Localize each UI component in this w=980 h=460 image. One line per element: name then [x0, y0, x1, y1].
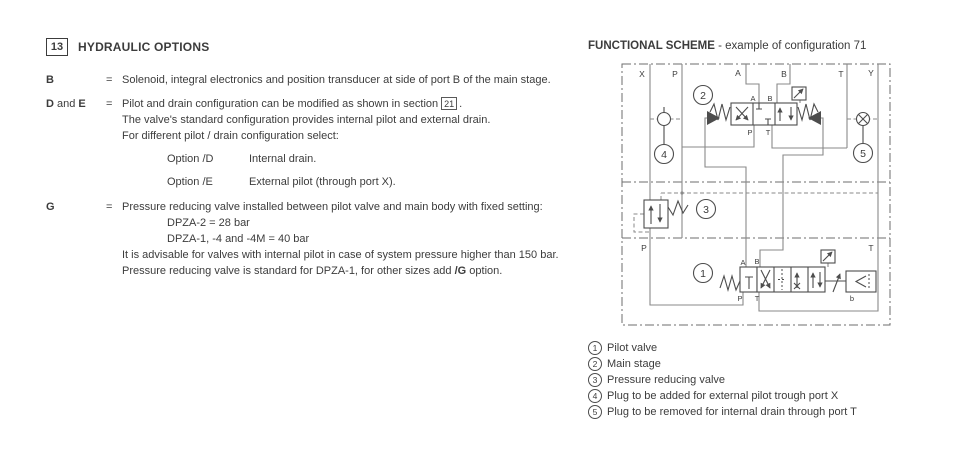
g-note2-end: option. — [466, 265, 503, 277]
main-valve-port-b: B — [767, 94, 772, 103]
equals-sign: = — [106, 201, 113, 213]
plug-port-t: 5 — [852, 111, 874, 164]
label-d: D — [46, 98, 54, 110]
legend-text-2: Main stage — [607, 358, 661, 370]
solenoid-icon — [845, 270, 877, 293]
pilot-valve-port-a: A — [740, 258, 745, 267]
hydraulic-options-section: 13 HYDRAULIC OPTIONS B = Solenoid, integ… — [46, 36, 580, 279]
de-line1: Pilot and drain configuration can be mod… — [122, 96, 580, 112]
section-port-p: P — [641, 243, 647, 253]
legend-text-1: Pilot valve — [607, 342, 658, 354]
callout-5: 5 — [860, 148, 866, 160]
de-line2: The valve's standard configuration provi… — [122, 114, 491, 126]
option-text-b: Solenoid, integral electronics and posit… — [122, 74, 551, 86]
label-e: E — [78, 98, 86, 110]
g-line1: Pressure reducing valve installed betwee… — [122, 201, 543, 213]
proportional-arrow-icon — [832, 273, 841, 293]
g-note-1: It is advisable for valves with internal… — [122, 249, 559, 261]
g-setting-1: DPZA-2 = 28 bar — [167, 217, 250, 229]
option-e-name: Option /E — [167, 176, 213, 188]
top-port-labels: X P A B T Y — [639, 68, 874, 79]
dashed-pilot-lines — [633, 118, 878, 233]
functional-scheme-title: FUNCTIONAL SCHEME — [588, 40, 715, 52]
option-e-desc: External pilot (through port X). — [249, 176, 396, 188]
functional-scheme-header: FUNCTIONAL SCHEME - example of configura… — [588, 40, 866, 52]
port-label-y: Y — [868, 68, 874, 78]
section-title: HYDRAULIC OPTIONS — [78, 39, 210, 54]
g-setting-2: DPZA-1, -4 and -4M = 40 bar — [167, 233, 310, 245]
section-ref-box: 21 — [441, 97, 458, 110]
legend-text-5: Plug to be removed for internal drain th… — [607, 406, 857, 418]
legend-item: 4 Plug to be added for external pilot tr… — [588, 388, 857, 404]
equals-sign: = — [106, 74, 113, 86]
port-label-t: T — [838, 69, 843, 79]
section-port-labels: P T — [641, 243, 873, 253]
legend-num-3: 3 — [588, 373, 602, 387]
scheme-legend: 1 Pilot valve 2 Main stage 3 Pressure re… — [588, 340, 857, 420]
callout-4: 4 — [661, 149, 667, 161]
pilot-valve: 1 A B P T b — [692, 249, 877, 303]
plug-port-x: 4 — [653, 107, 675, 165]
legend-num-5: 5 — [588, 405, 602, 419]
equals-sign: = — [106, 98, 113, 110]
main-stage-valve: 2 A B P T — [692, 84, 821, 137]
option-label-de: D and E — [46, 96, 106, 190]
option-d-name: Option /D — [167, 153, 214, 165]
section-port-t: T — [868, 243, 873, 253]
pilot-valve-port-t: T — [755, 294, 760, 303]
functional-scheme-diagram: 4 5 2 A — [621, 63, 891, 326]
g-note-2: Pressure reducing valve is standard for … — [122, 263, 580, 279]
option-label-b: B — [46, 74, 54, 86]
option-row-g: G = Pressure reducing valve installed be… — [46, 199, 580, 279]
main-valve-port-p: P — [747, 128, 752, 137]
legend-num-1: 1 — [588, 341, 602, 355]
functional-scheme-subtitle: - example of configuration 71 — [714, 40, 867, 52]
de-line1-text: Pilot and drain configuration can be mod… — [122, 98, 439, 110]
g-note2-text: Pressure reducing valve is standard for … — [122, 265, 455, 277]
port-label-x: X — [639, 69, 645, 79]
legend-num-4: 4 — [588, 389, 602, 403]
option-row-b: B = Solenoid, integral electronics and p… — [46, 72, 580, 88]
pilot-valve-port-p: P — [737, 294, 742, 303]
de-line3: For different pilot / drain configuratio… — [122, 130, 339, 142]
g-note2-option: /G — [454, 265, 467, 277]
section-number-box: 13 — [46, 37, 68, 56]
de-line1-period: . — [459, 98, 463, 110]
pressure-reducing-valve: 3 — [643, 198, 717, 229]
callout-1: 1 — [700, 268, 706, 280]
option-label-g: G — [46, 201, 55, 213]
legend-text-4: Plug to be added for external pilot trou… — [607, 390, 839, 402]
pilot-valve-port-b: B — [754, 257, 759, 266]
legend-item: 1 Pilot valve — [588, 340, 857, 356]
main-valve-port-a: A — [750, 94, 755, 103]
legend-num-2: 2 — [588, 357, 602, 371]
legend-item: 3 Pressure reducing valve — [588, 372, 857, 388]
port-label-p: P — [672, 69, 678, 79]
option-row-de: D and E = Pilot and drain configuration … — [46, 96, 580, 190]
pilot-drain-options: Option /D Internal drain. Option /E Exte… — [122, 151, 580, 190]
main-valve-port-t: T — [766, 128, 771, 137]
legend-item: 2 Main stage — [588, 356, 857, 372]
option-e-row: Option /E External pilot (through port X… — [167, 174, 580, 190]
solenoid-label-b: b — [850, 294, 854, 303]
callout-2: 2 — [700, 90, 706, 102]
option-text-g: Pressure reducing valve installed betwee… — [122, 199, 580, 279]
port-label-a: A — [735, 68, 741, 78]
port-label-b: B — [781, 69, 787, 79]
option-d-desc: Internal drain. — [249, 153, 317, 165]
option-text-de: Pilot and drain configuration can be mod… — [122, 96, 580, 190]
legend-item: 5 Plug to be removed for internal drain … — [588, 404, 857, 420]
callout-3: 3 — [703, 204, 709, 216]
scheme-border — [621, 63, 891, 326]
legend-text-3: Pressure reducing valve — [607, 374, 726, 386]
section-header: 13 HYDRAULIC OPTIONS — [46, 36, 580, 57]
label-and: and — [53, 98, 79, 110]
option-d-row: Option /D Internal drain. — [167, 151, 580, 167]
